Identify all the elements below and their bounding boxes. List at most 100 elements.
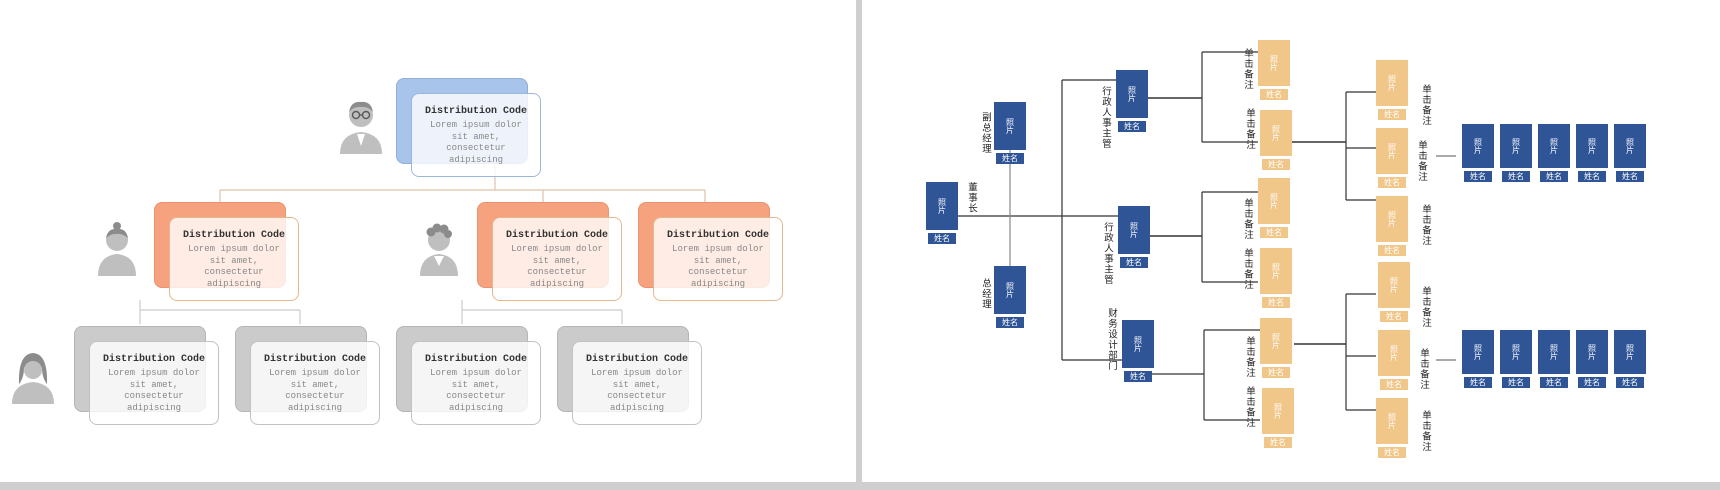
note-sub-5: 单击备注 <box>1418 348 1429 390</box>
photo-label: 照片 <box>1625 138 1635 154</box>
label-admin-hr-2: 行政人事主管 <box>1102 222 1113 285</box>
photo-box-gm: 照片姓名 <box>994 266 1026 330</box>
photo-label: 照片 <box>1269 193 1279 209</box>
name-label: 姓名 <box>1578 171 1606 182</box>
photo-label: 照片 <box>1387 211 1397 227</box>
note-staff-2: 单击备注 <box>1244 108 1255 150</box>
photo-box-team-upper-3: 照片姓名 <box>1538 124 1570 184</box>
photo-area: 照片 <box>1376 398 1408 444</box>
name-label: 姓名 <box>1464 171 1492 182</box>
note-sub-3: 单击备注 <box>1420 204 1431 246</box>
photo-area: 照片 <box>1118 206 1150 254</box>
photo-box-sub-4: 照片姓名 <box>1378 262 1410 324</box>
name-label: 姓名 <box>1502 171 1530 182</box>
long-hair-woman-icon <box>12 353 54 404</box>
name-label: 姓名 <box>1616 171 1644 182</box>
name-label: 姓名 <box>1262 367 1290 378</box>
name-label: 姓名 <box>1502 377 1530 388</box>
photo-area: 照片 <box>1376 196 1408 242</box>
photo-label: 照片 <box>1511 344 1521 360</box>
node-body-line: consectetur <box>204 267 264 277</box>
node-body-line: sit amet, <box>209 255 259 266</box>
right-connector-lines <box>958 51 1456 421</box>
photo-box-vice-gm: 照片姓名 <box>994 102 1026 166</box>
photo-box-team-upper-4: 照片姓名 <box>1576 124 1608 184</box>
photo-label: 照片 <box>1625 344 1635 360</box>
name-label: 姓名 <box>996 317 1024 328</box>
note-staff-1: 单击备注 <box>1242 48 1253 90</box>
photo-label: 照片 <box>1129 222 1139 238</box>
node-body-line: Lorem ipsum dolor <box>430 120 522 130</box>
photo-area: 照片 <box>1614 330 1646 374</box>
node-body-line: Lorem ipsum dolor <box>511 244 603 254</box>
photo-box-team-lower-4: 照片姓名 <box>1576 330 1608 390</box>
photo-area: 照片 <box>1576 124 1608 168</box>
photo-label: 照片 <box>1549 344 1559 360</box>
right-org-chart-panel: 照片姓名照片姓名照片姓名照片姓名照片姓名照片姓名照片姓名照片姓名照片姓名照片姓名… <box>862 0 1720 482</box>
node-body-line: Lorem ipsum dolor <box>269 368 361 378</box>
name-label: 姓名 <box>1124 371 1152 382</box>
node-body-line: sit amet, <box>129 379 179 390</box>
photo-area: 照片 <box>1376 60 1408 106</box>
node-body-line: adipiscing <box>206 278 261 289</box>
photo-label: 照片 <box>1473 138 1483 154</box>
photo-area: 照片 <box>1376 128 1408 174</box>
photo-area: 照片 <box>1538 124 1570 168</box>
photo-box-team-lower-1: 照片姓名 <box>1462 330 1494 390</box>
photo-box-sub-1: 照片姓名 <box>1376 60 1408 122</box>
photo-box-sub-5: 照片姓名 <box>1378 330 1410 392</box>
name-label: 姓名 <box>1378 447 1406 458</box>
photo-label: 照片 <box>1127 86 1137 102</box>
photo-area: 照片 <box>1260 110 1292 156</box>
name-label: 姓名 <box>1120 257 1148 268</box>
photo-area: 照片 <box>1500 330 1532 374</box>
node-body-line: sit amet, <box>612 379 662 390</box>
node-body-line: consectetur <box>527 267 587 277</box>
photo-label: 照片 <box>1587 138 1597 154</box>
photo-box-dept-admin-2: 照片姓名 <box>1118 206 1150 270</box>
node-body-line: sit amet, <box>693 255 743 266</box>
node-body-line: Lorem ipsum dolor <box>672 244 764 254</box>
photo-label: 照片 <box>1387 75 1397 91</box>
photo-box-dept-finance: 照片姓名 <box>1122 320 1154 384</box>
note-staff-4: 单击备注 <box>1242 248 1253 290</box>
name-label: 姓名 <box>1378 109 1406 120</box>
node-title: Distribution Code <box>505 230 609 241</box>
photo-area: 照片 <box>1500 124 1532 168</box>
photo-area: 照片 <box>1462 124 1494 168</box>
name-label: 姓名 <box>1260 89 1288 100</box>
photo-label: 照片 <box>1387 143 1397 159</box>
photo-label: 照片 <box>1389 277 1399 293</box>
node-body-line: adipiscing <box>448 402 503 413</box>
photo-label: 照片 <box>1269 55 1279 71</box>
label-gm: 总经理 <box>980 278 991 310</box>
note-sub-4: 单击备注 <box>1420 286 1431 328</box>
note-sub-2: 单击备注 <box>1416 140 1427 182</box>
photo-area: 照片 <box>1122 320 1154 368</box>
node-title: Distribution Code <box>102 354 206 365</box>
node-title: Distribution Code <box>585 354 689 365</box>
node-body-line: adipiscing <box>609 402 664 413</box>
photo-label: 照片 <box>1005 118 1015 134</box>
photo-box-staff-1: 照片姓名 <box>1258 40 1290 102</box>
name-label: 姓名 <box>1380 311 1408 322</box>
name-label: 姓名 <box>1262 297 1290 308</box>
photo-label: 照片 <box>1387 413 1397 429</box>
photo-box-staff-2: 照片姓名 <box>1260 110 1292 172</box>
photo-label: 照片 <box>1511 138 1521 154</box>
left-connector-lines <box>139 164 706 324</box>
photo-box-team-upper-1: 照片姓名 <box>1462 124 1494 184</box>
photo-label: 照片 <box>1271 263 1281 279</box>
name-label: 姓名 <box>996 153 1024 164</box>
photo-label: 照片 <box>1587 344 1597 360</box>
photo-area: 照片 <box>1462 330 1494 374</box>
node-body-line: adipiscing <box>690 278 745 289</box>
photo-label: 照片 <box>1133 336 1143 352</box>
note-sub-6: 单击备注 <box>1420 410 1431 452</box>
photo-label: 照片 <box>1005 282 1015 298</box>
node-body-line: sit amet, <box>451 131 501 142</box>
